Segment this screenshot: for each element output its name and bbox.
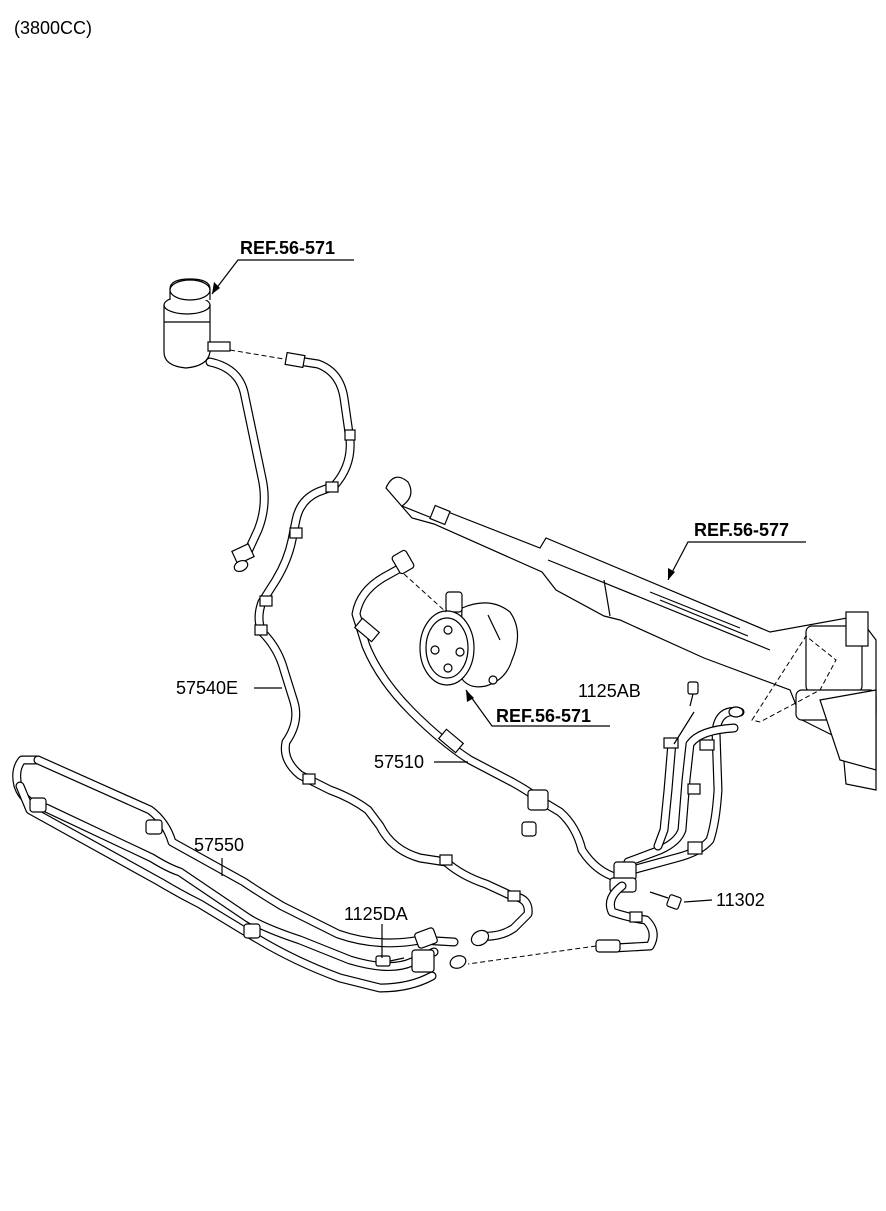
- return-line-to-cooler: [595, 881, 658, 953]
- steering-gear-box: [385, 476, 877, 791]
- part-label-57550: 57550: [194, 835, 244, 855]
- cooler-return-dashed-line: [467, 945, 597, 965]
- leader-1125AB: [673, 711, 695, 745]
- ref-pump-arrow: [466, 690, 474, 702]
- bolt-1125AB: [687, 681, 699, 707]
- part-label-11302: 11302: [716, 890, 765, 910]
- ref-gear-box-arrow: [668, 568, 675, 580]
- leader-11302: [683, 899, 713, 903]
- ref-reservoir-leader: [211, 259, 354, 295]
- reservoir-assembly: [163, 278, 231, 369]
- ref-reservoir-arrow: [212, 282, 220, 294]
- reservoir-return-hose: [205, 357, 269, 573]
- reservoir-to-hose-dashed-line: [229, 349, 291, 361]
- part-label-57540E: 57540E: [176, 678, 238, 698]
- gear-detail-dashed-box: [751, 635, 837, 723]
- ref-gear-box-leader: [667, 541, 806, 581]
- part-label-1125AB: 1125AB: [578, 681, 641, 701]
- gear-lines: [609, 706, 745, 893]
- suction-hose-57540E: [254, 351, 533, 947]
- part-label-1125DA: 1125DA: [344, 904, 408, 924]
- ref-pump-label: REF.56-571: [496, 706, 591, 726]
- oil-cooler-line-57550: [12, 755, 467, 993]
- ref-reservoir-label: REF.56-571: [240, 238, 335, 258]
- engine-label: (3800CC): [14, 18, 92, 38]
- power-steering-pump: [419, 591, 519, 688]
- ref-pump-leader: [465, 689, 610, 727]
- bolt-1125DA: [375, 955, 405, 967]
- ref-gear-box-label: REF.56-577: [694, 520, 789, 540]
- part-label-57510: 57510: [374, 752, 424, 772]
- pressure-hose-57510: [351, 549, 623, 883]
- bolt-11302: [649, 891, 682, 910]
